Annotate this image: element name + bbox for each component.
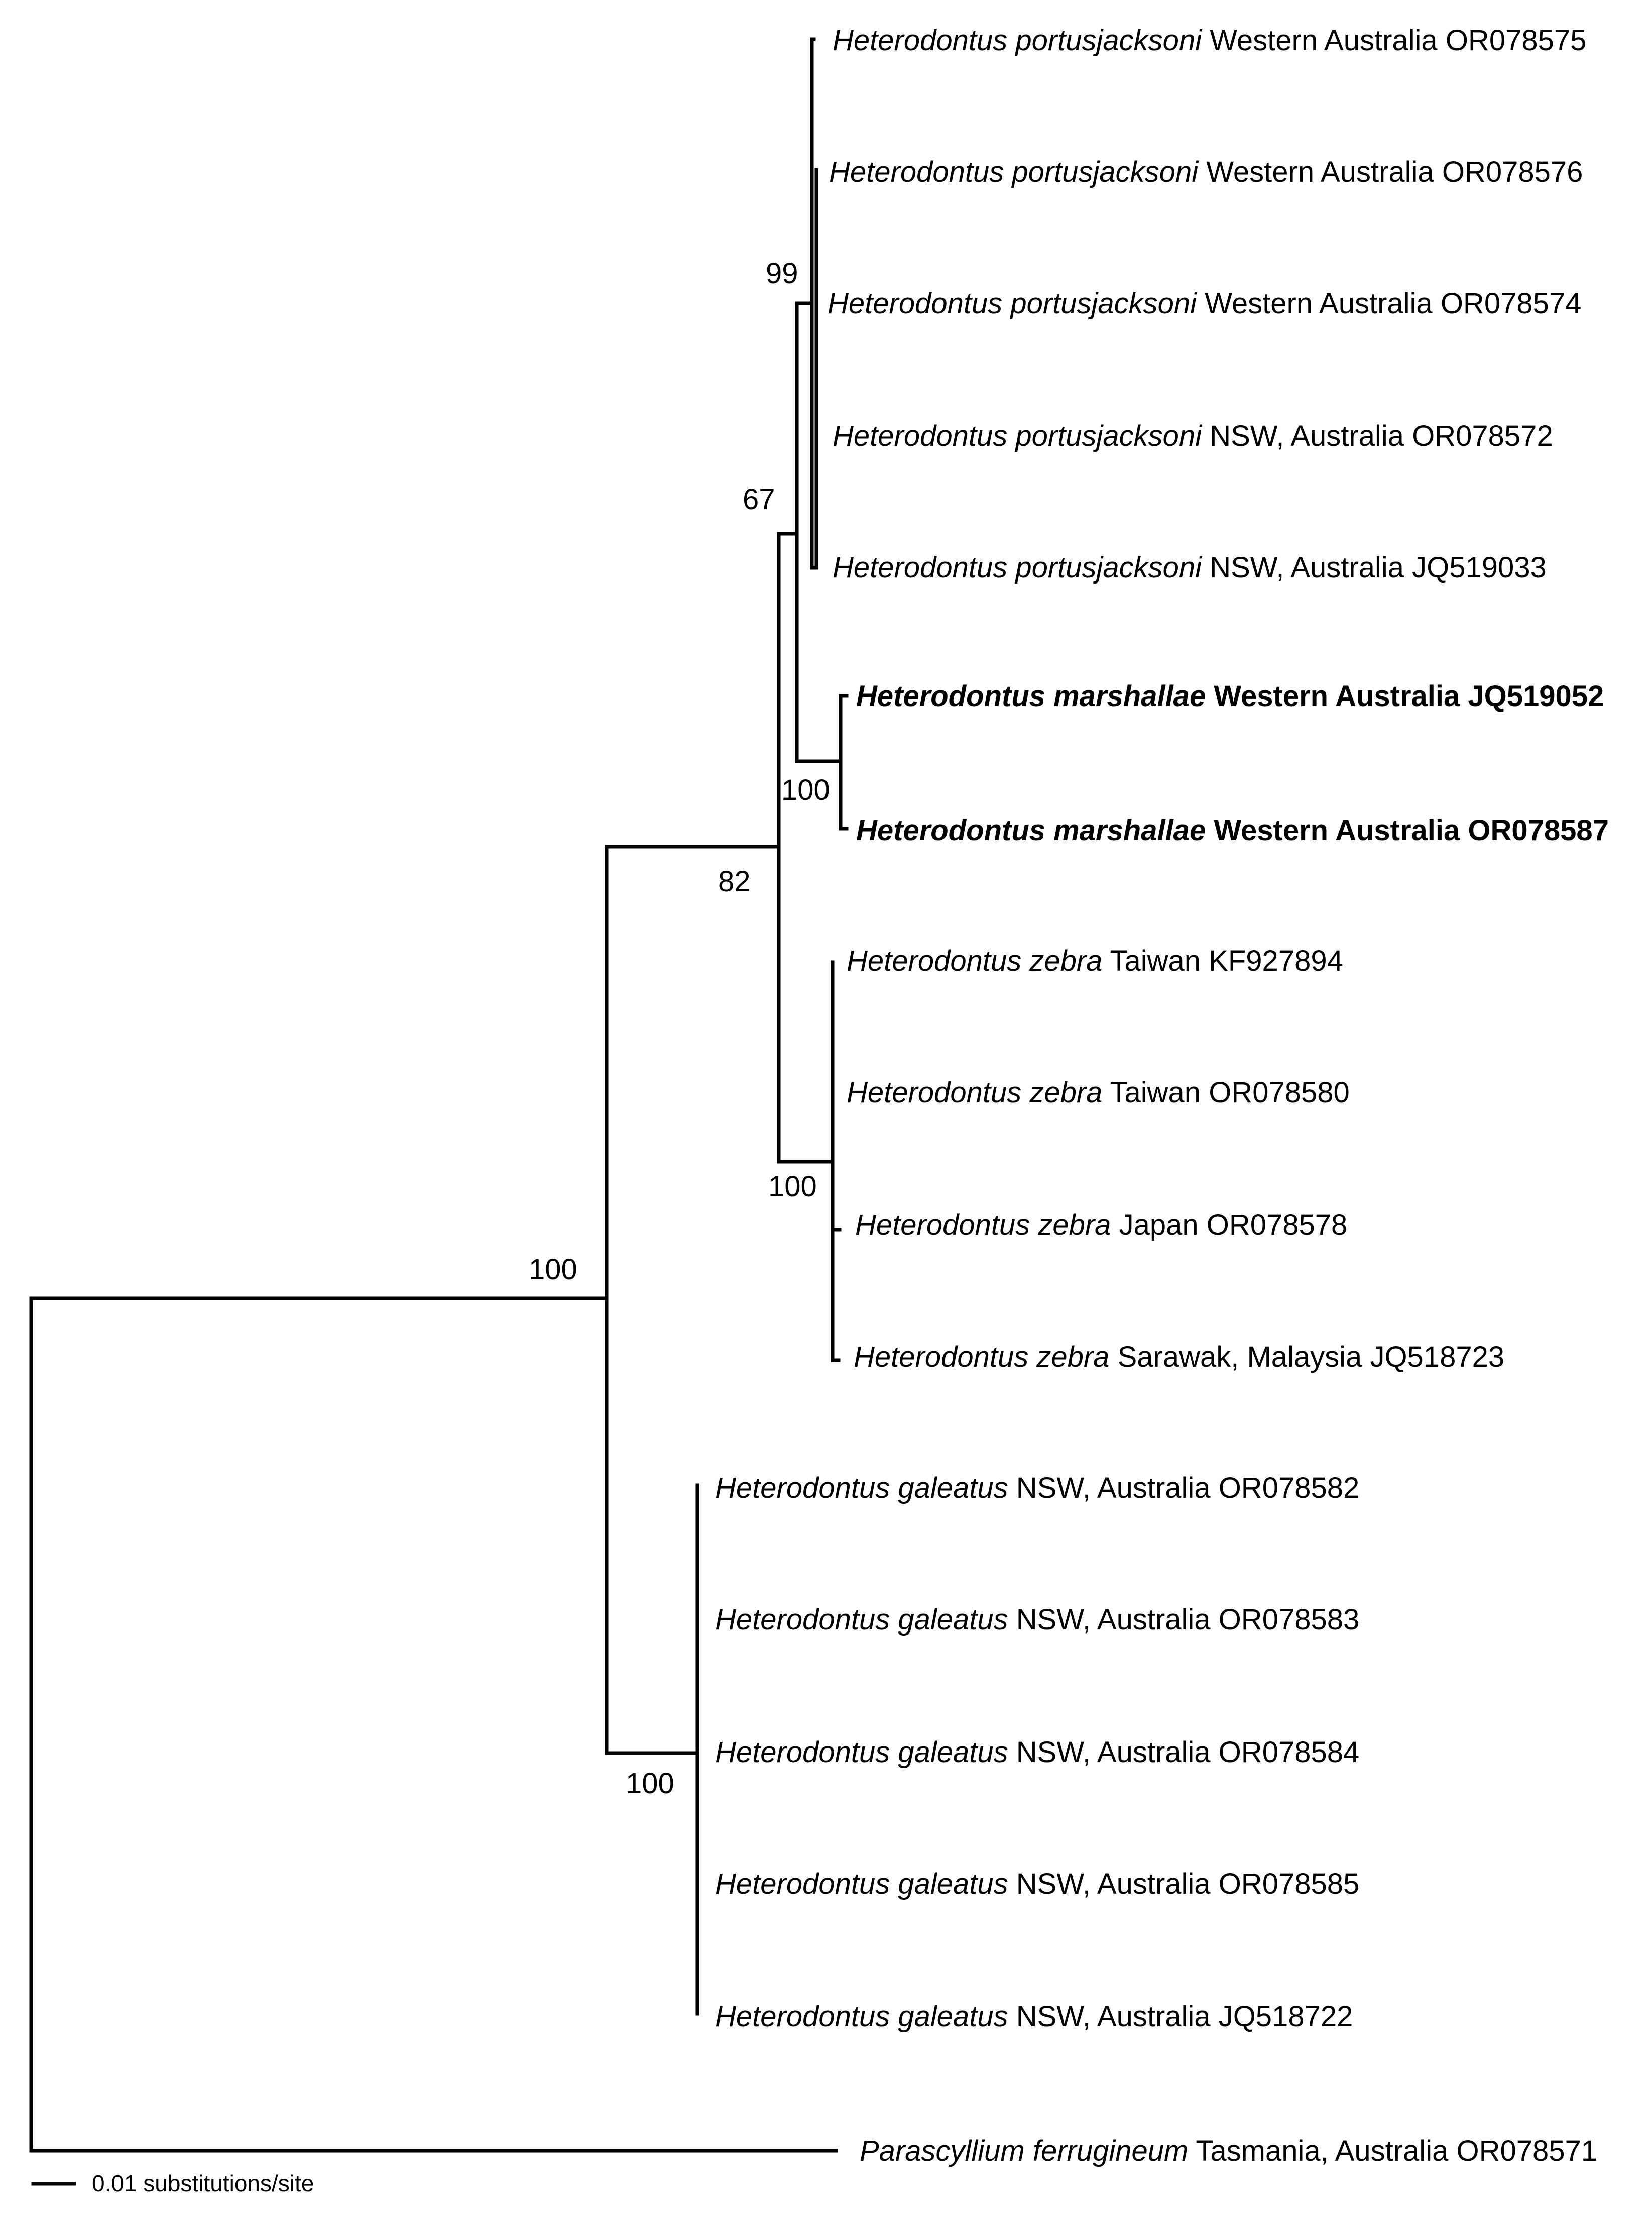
taxon-label: Heterodontus zebra Taiwan OR078580 xyxy=(847,1076,1350,1109)
taxon-locality: NSW, Australia xyxy=(1210,551,1404,584)
taxon-species: Heterodontus galeatus xyxy=(715,1736,1008,1769)
taxon-species: Heterodontus zebra xyxy=(855,1209,1111,1241)
support-values: 99 67 100 82 100 100 100 xyxy=(529,257,830,1800)
taxon-accession: OR078587 xyxy=(1468,814,1609,847)
support-value-marshallae: 100 xyxy=(781,774,830,806)
taxon-label: Heterodontus portusjacksoni NSW, Austral… xyxy=(833,551,1547,584)
taxon-locality: Western Australia xyxy=(1210,24,1438,57)
taxon-species: Heterodontus marshallae xyxy=(856,680,1206,713)
taxon-locality: Taiwan xyxy=(1110,945,1201,977)
taxon-label-highlighted: Heterodontus marshallae Western Australi… xyxy=(856,814,1609,847)
scale-bar-label: 0.01 substitutions/site xyxy=(92,2170,314,2196)
taxon-accession: JQ519033 xyxy=(1412,551,1547,584)
taxon-label: Heterodontus galeatus NSW, Australia OR0… xyxy=(715,1603,1359,1636)
taxon-species: Heterodontus zebra xyxy=(847,945,1102,977)
taxon-label: Heterodontus galeatus NSW, Australia OR0… xyxy=(715,1736,1359,1769)
taxon-accession: OR078578 xyxy=(1207,1209,1348,1241)
taxon-label: Heterodontus zebra Japan OR078578 xyxy=(855,1209,1347,1241)
taxon-label: Heterodontus galeatus NSW, Australia OR0… xyxy=(715,1472,1359,1504)
taxon-label: Heterodontus zebra Sarawak, Malaysia JQ5… xyxy=(854,1341,1504,1373)
support-value-portusjacksoni: 99 xyxy=(766,257,798,290)
taxon-species: Heterodontus zebra xyxy=(847,1076,1102,1109)
taxon-locality: Western Australia xyxy=(1206,156,1434,188)
taxon-species: Heterodontus portusjacksoni xyxy=(833,551,1203,584)
taxon-locality: Sarawak, Malaysia xyxy=(1118,1341,1362,1373)
taxon-accession: OR078572 xyxy=(1412,420,1553,452)
taxon-species: Heterodontus galeatus xyxy=(715,1472,1008,1504)
taxon-locality: NSW, Australia xyxy=(1016,1868,1211,1900)
taxon-label: Heterodontus portusjacksoni Western Aust… xyxy=(828,287,1581,320)
taxon-locality: NSW, Australia xyxy=(1016,2000,1211,2033)
taxon-accession: OR078580 xyxy=(1209,1076,1350,1109)
tip-labels: Heterodontus portusjacksoni Western Aust… xyxy=(715,24,1609,2167)
taxon-locality: NSW, Australia xyxy=(1016,1603,1211,1636)
taxon-label-highlighted: Heterodontus marshallae Western Australi… xyxy=(856,680,1604,713)
tree-branches xyxy=(29,37,849,2186)
taxon-accession: OR078584 xyxy=(1219,1736,1360,1769)
taxon-label: Heterodontus zebra Taiwan KF927894 xyxy=(847,945,1343,977)
taxon-locality: Tasmania, Australia xyxy=(1196,2135,1449,2167)
taxon-species: Heterodontus galeatus xyxy=(715,1868,1008,1900)
taxon-label: Heterodontus galeatus NSW, Australia OR0… xyxy=(715,1868,1359,1900)
taxon-accession: OR078582 xyxy=(1219,1472,1360,1504)
taxon-species: Heterodontus portusjacksoni xyxy=(833,420,1203,452)
taxon-label-outgroup: Parascyllium ferrugineum Tasmania, Austr… xyxy=(860,2135,1597,2167)
taxon-species: Heterodontus portusjacksoni xyxy=(828,287,1198,320)
taxon-accession: KF927894 xyxy=(1209,945,1343,977)
taxon-locality: Western Australia xyxy=(1214,814,1460,847)
taxon-accession: OR078575 xyxy=(1446,24,1587,57)
taxon-species: Heterodontus galeatus xyxy=(715,1603,1008,1636)
taxon-species: Heterodontus portusjacksoni xyxy=(829,156,1199,188)
taxon-species: Heterodontus galeatus xyxy=(715,2000,1008,2033)
taxon-accession: JQ519052 xyxy=(1468,680,1604,713)
taxon-species: Heterodontus marshallae xyxy=(856,814,1206,847)
taxon-accession: OR078576 xyxy=(1442,156,1583,188)
taxon-species: Heterodontus zebra xyxy=(854,1341,1109,1373)
taxon-label: Heterodontus portusjacksoni Western Aust… xyxy=(833,24,1586,57)
taxon-accession: JQ518723 xyxy=(1370,1341,1504,1373)
support-value-core: 82 xyxy=(718,865,751,898)
taxon-locality: Western Australia xyxy=(1214,680,1460,713)
taxon-species: Heterodontus portusjacksoni xyxy=(833,24,1203,57)
taxon-locality: NSW, Australia xyxy=(1210,420,1404,452)
taxon-accession: OR078574 xyxy=(1441,287,1582,320)
support-value-zebra: 100 xyxy=(768,1170,817,1203)
taxon-label: Heterodontus portusjacksoni Western Aust… xyxy=(829,156,1583,188)
taxon-locality: Western Australia xyxy=(1205,287,1433,320)
taxon-accession: OR078585 xyxy=(1219,1868,1360,1900)
taxon-label: Heterodontus galeatus NSW, Australia JQ5… xyxy=(715,2000,1353,2033)
taxon-accession: JQ518722 xyxy=(1219,2000,1353,2033)
taxon-label: Heterodontus portusjacksoni NSW, Austral… xyxy=(833,420,1553,452)
support-value-galeatus: 100 xyxy=(626,1767,674,1800)
support-value-heterodontus: 100 xyxy=(529,1253,577,1286)
taxon-locality: NSW, Australia xyxy=(1016,1736,1211,1769)
taxon-locality: NSW, Australia xyxy=(1016,1472,1211,1504)
taxon-species: Parascyllium ferrugineum xyxy=(860,2135,1188,2167)
support-value-pj-marshallae: 67 xyxy=(743,483,775,516)
taxon-accession: OR078571 xyxy=(1456,2135,1597,2167)
taxon-locality: Japan xyxy=(1119,1209,1199,1241)
taxon-accession: OR078583 xyxy=(1219,1603,1360,1636)
taxon-locality: Taiwan xyxy=(1110,1076,1201,1109)
